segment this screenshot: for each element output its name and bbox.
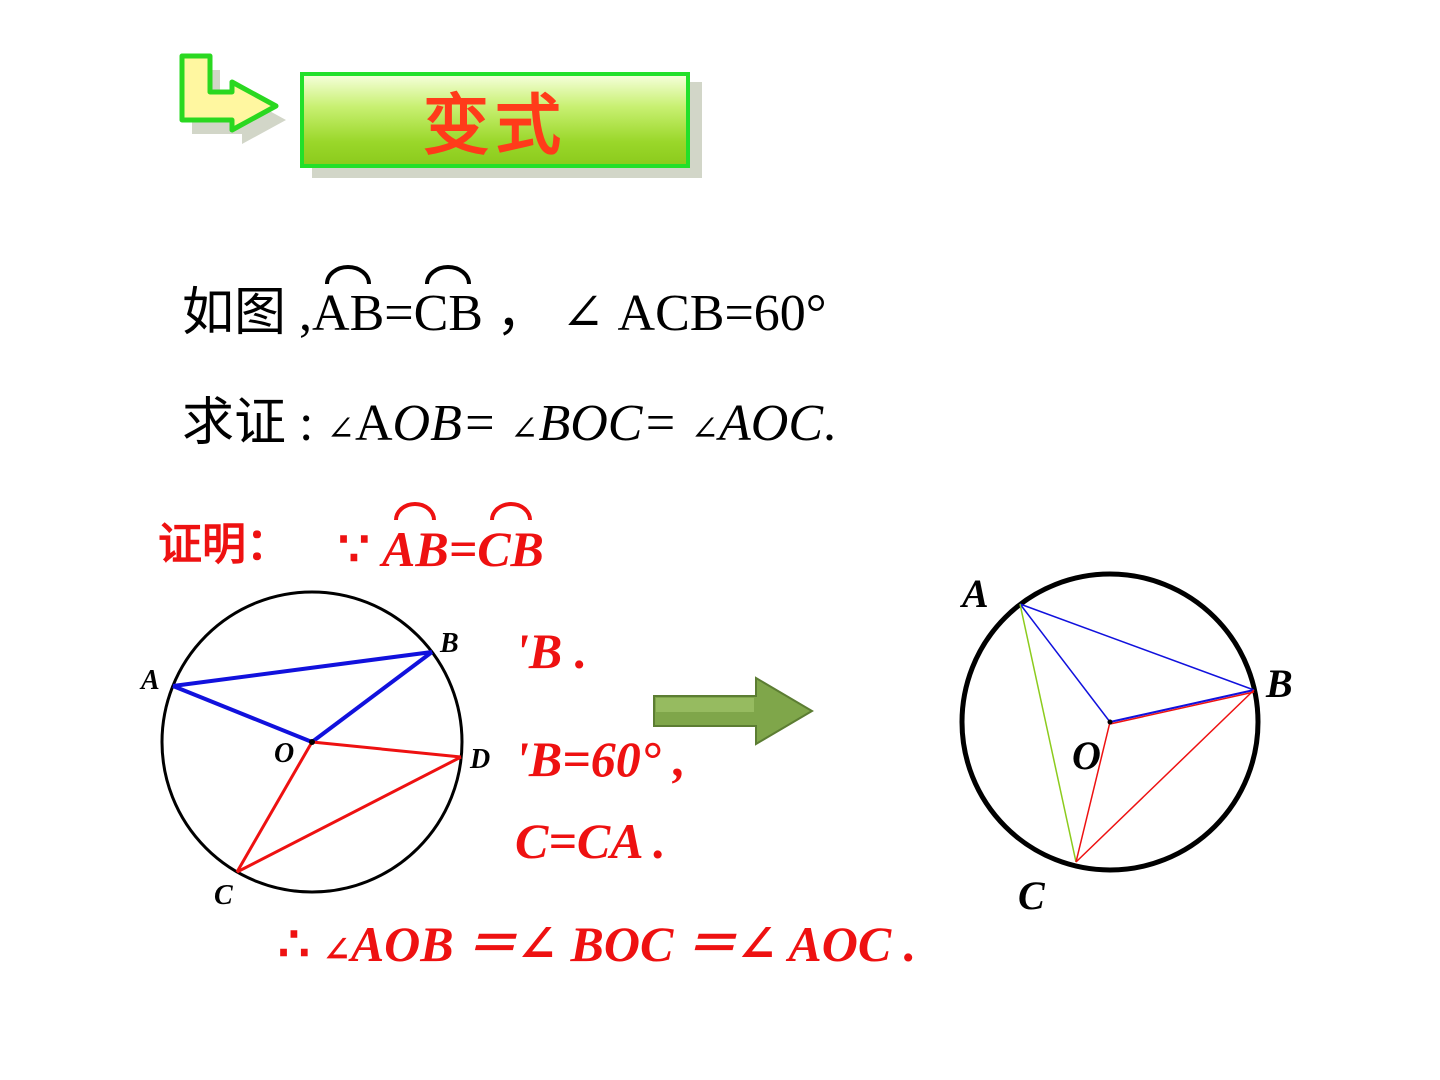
prove-period: . (823, 395, 837, 452)
prove-eq1: = (461, 395, 510, 452)
arc-cb: CB (413, 265, 483, 343)
segment-ao-right (1019, 603, 1111, 723)
right-circle (959, 571, 1261, 873)
prove-text-ob: OB (392, 395, 462, 452)
conclusion-aoc: AOC (777, 916, 892, 972)
arc-ab: AB (312, 265, 385, 343)
segment-bc-right (1075, 689, 1255, 863)
given-prefix: 如图 , (182, 285, 313, 342)
proof-step-4: C=CA . (515, 813, 666, 869)
label-a-right: A (962, 571, 989, 616)
segment-ob (310, 650, 434, 744)
conclusion-boc: BOC ＝ (558, 916, 736, 972)
segment-ob-right-red (1109, 691, 1255, 725)
angle-symbol: ∠ (509, 411, 539, 448)
segment-ab-right (1019, 603, 1255, 691)
proof-arc-ab-text: AB (382, 521, 449, 577)
prove-text-aoc: AOC (719, 395, 824, 452)
proof-arc-cb-text: CB (477, 521, 544, 577)
label-c-left: C (214, 880, 233, 911)
center-point-o-right (1107, 719, 1113, 725)
proof-step-1: AB=CB (382, 502, 544, 578)
center-point-o (309, 739, 315, 745)
title-banner: 变式 (300, 72, 690, 168)
proof-equals: = (448, 521, 478, 577)
prove-eq2: = (642, 395, 691, 452)
transform-arrow-icon (653, 676, 814, 746)
segment-ac-right (1019, 603, 1077, 863)
proof-step-2: 'B . (515, 623, 588, 679)
label-o-right: O (1072, 733, 1101, 778)
angle-symbol: ∠ (516, 916, 559, 972)
label-b-left: B (440, 628, 459, 659)
angle-symbol: ∠ (326, 411, 355, 448)
bent-arrow-icon (179, 53, 286, 144)
given-equals: = (384, 285, 414, 342)
angle-symbol: ∠ (735, 916, 778, 972)
conclusion-period: . (891, 916, 917, 972)
label-d-left: D (470, 744, 491, 775)
segment-od (311, 740, 462, 759)
proof-step-3: 'B=60° , (515, 731, 686, 787)
label-c-right: C (1018, 873, 1045, 918)
conclusion-aob: AOB ＝ (350, 916, 517, 972)
given-angle: ， ∠ ACB=60° (482, 285, 827, 342)
segment-cd (236, 755, 462, 874)
proof-label: 证明： (158, 519, 290, 570)
label-b-right: B (1266, 661, 1293, 706)
prove-prefix: 求证 : (182, 395, 327, 452)
segment-ab (172, 650, 433, 688)
left-circle (160, 590, 464, 894)
therefore-symbol: ∴ (278, 916, 323, 972)
label-a-left: A (141, 665, 160, 696)
prove-text-boc: BOC (538, 395, 643, 452)
prove-text-a: A (354, 395, 393, 452)
segment-ao (172, 684, 313, 744)
problem-given: 如图 ,AB=CB ， ∠ ACB=60° (182, 265, 827, 345)
arc-ab-text: AB (312, 285, 385, 342)
segment-oc (235, 741, 314, 873)
because-symbol: ∵ (338, 521, 370, 577)
arc-cb-text: CB (413, 285, 483, 342)
segment-ob-right-blue (1109, 689, 1255, 723)
segment-oc-right (1075, 721, 1111, 863)
problem-prove: 求证 : ∠AOB= ∠BOC= ∠AOC. (182, 380, 836, 455)
proof-arc-ab: AB (382, 502, 449, 578)
angle-symbol: ∠ (690, 411, 720, 448)
proof-arc-cb: CB (477, 502, 544, 578)
angle-symbol: ∠ (322, 932, 351, 969)
proof-conclusion: ∴ ∠AOB ＝∠ BOC ＝∠ AOC . (278, 904, 916, 976)
label-o-left: O (274, 738, 295, 769)
page-title: 变式 (423, 87, 567, 164)
